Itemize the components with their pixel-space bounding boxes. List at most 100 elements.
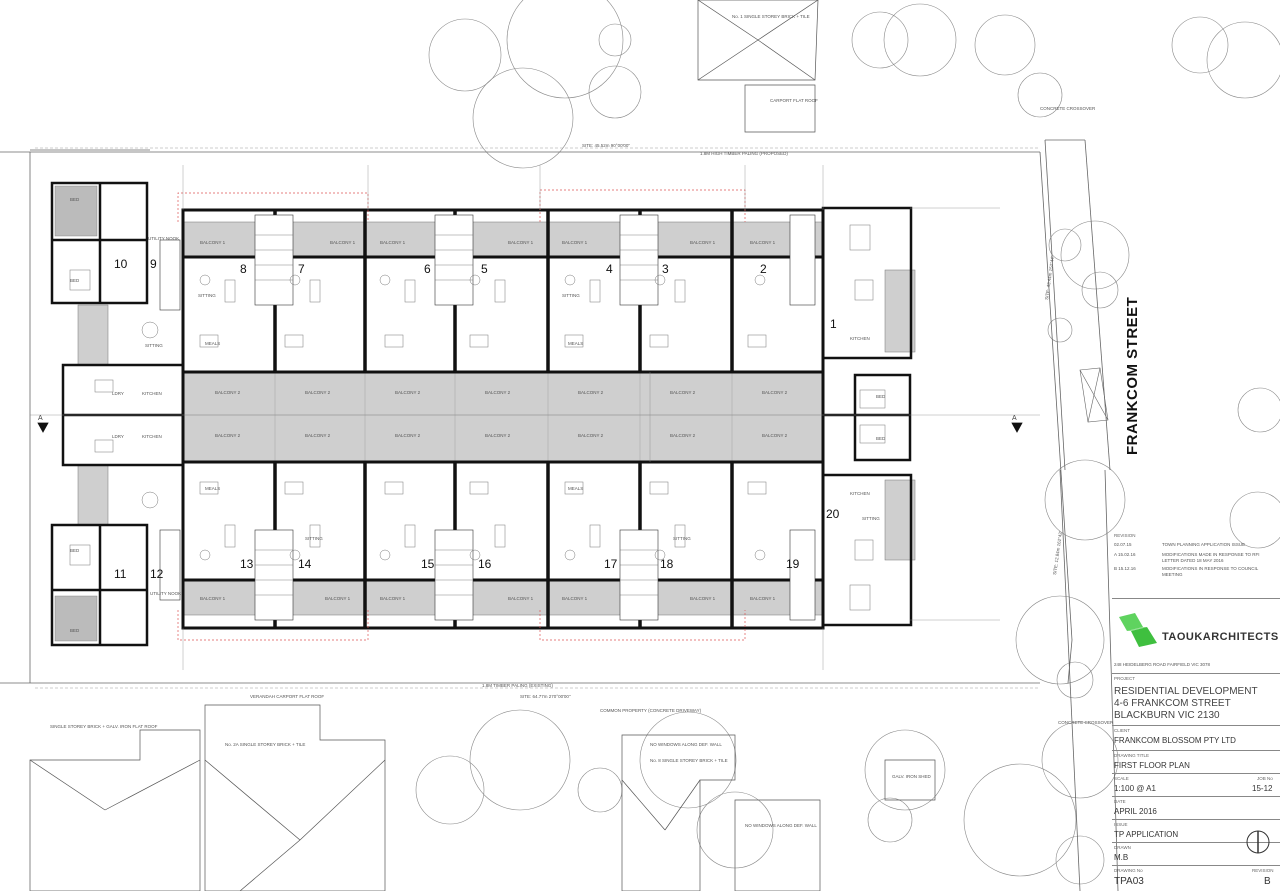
unit-number-6: 6 [424, 262, 431, 276]
room-label-kitchen: KITCHEN [142, 434, 162, 439]
tree-canopies [415, 0, 1280, 885]
street-name: FRANKCOM STREET [1124, 297, 1141, 455]
unit-number-2: 2 [760, 262, 767, 276]
unit-number-20: 20 [826, 507, 840, 521]
neighbour-buildings [29, 0, 936, 891]
crossover-label-top: CONCRETE CROSSOVER [1040, 106, 1096, 111]
right-wing-furniture [849, 224, 886, 611]
dimension-lines [30, 165, 1040, 670]
room-label-kitchen: KITCHEN [850, 336, 870, 341]
room-label-balcony2: BALCONY 2 [395, 390, 421, 395]
revision-date-0: 02.07.15 [1114, 542, 1132, 547]
drawing-no-label: DRAWING No [1114, 868, 1143, 873]
site-boundaries [0, 139, 1119, 891]
left-wing-furniture [69, 269, 159, 566]
room-label-balcony1: BALCONY 1 [750, 240, 776, 245]
room-label-balcony2: BALCONY 2 [395, 433, 421, 438]
room-label-balcony2: BALCONY 2 [762, 390, 788, 395]
project-line-1: RESIDENTIAL DEVELOPMENT [1114, 686, 1258, 697]
room-label-meals: MEALS [568, 341, 583, 346]
room-label-balcony1: BALCONY 1 [508, 240, 534, 245]
room-label-balcony1: BALCONY 1 [380, 596, 406, 601]
site-top-label: SITE: 45.52m 90°00'00" [582, 143, 630, 148]
carport-label: CARPORT FLAT ROOF [770, 98, 818, 103]
room-label-meals: MEALS [205, 486, 220, 491]
issue-value: TP APPLICATION [1114, 830, 1179, 839]
unit-number-8: 8 [240, 262, 247, 276]
room-label-balcony2: BALCONY 2 [670, 433, 696, 438]
firm-logo-icon [1119, 613, 1157, 647]
room-label-balcony1: BALCONY 1 [200, 596, 226, 601]
room-label-bed: BED [70, 197, 80, 202]
room-label-balcony2: BALCONY 2 [762, 433, 788, 438]
drawing-no-value: TPA03 [1114, 876, 1144, 887]
room-label-balcony2: BALCONY 2 [215, 390, 241, 395]
room-label-balcony2: BALCONY 2 [485, 390, 511, 395]
firm-name: TAOUKARCHITECTS [1162, 631, 1279, 643]
unit-number-14: 14 [298, 557, 312, 571]
common-property-label: COMMON PROPERTY (CONCRETE DRIVEWAY) [600, 708, 702, 713]
room-label-ldry: LDRY [112, 391, 124, 396]
unit-number-18: 18 [660, 557, 674, 571]
neighbour-top-label: No. 1 SINGLE STOREY BRICK + TILE [732, 14, 810, 19]
revision-letter-value: B [1264, 876, 1271, 887]
unit-number-16: 16 [478, 557, 492, 571]
stair-treads [255, 234, 658, 596]
revision-date-1: A 15.02.16 [1114, 552, 1136, 557]
room-label-ldry: LDRY [112, 434, 124, 439]
section-marker-left: A [38, 415, 43, 422]
unit-number-1: 1 [830, 317, 837, 331]
unit-number-5: 5 [481, 262, 488, 276]
stair-cores [159, 214, 816, 621]
room-label-sitting: SITTING [862, 516, 880, 521]
client-name: FRANKCOM BLOSSOM PTY LTD [1114, 736, 1236, 745]
unit-number-17: 17 [604, 557, 618, 571]
client-label: CLIENT [1114, 728, 1131, 733]
unit-number-19: 19 [786, 557, 800, 571]
room-label-balcony2: BALCONY 2 [485, 433, 511, 438]
revision-label: REVISION [1114, 533, 1136, 538]
unit-number-9: 9 [150, 257, 157, 271]
neighbour-bm-label: No. 8 SINGLE STOREY BRICK + TILE [650, 758, 728, 763]
revision-desc-1: MODIFICATIONS MADE IN RESPONSE TO RFI LE… [1162, 552, 1260, 563]
revision-desc-2: MODIFICATIONS IN RESPONSE TO COUNCIL MEE… [1162, 566, 1259, 577]
verandah-label: VERANDAH CARPORT FLAT ROOF [250, 694, 324, 699]
room-label-kitchen: KITCHEN [850, 491, 870, 496]
job-no-label: JOB No [1257, 776, 1273, 781]
site-right-label-2: SITE: 12.84m 162°42' [1052, 531, 1063, 575]
unit-number-3: 3 [662, 262, 669, 276]
room-label-balcony1: BALCONY 1 [562, 596, 588, 601]
fence-top-label: 1.8M HIGH TIMBER PALING (PROPOSED) [700, 151, 788, 156]
room-label-balcony1: BALCONY 1 [508, 596, 534, 601]
room-label-balcony1: BALCONY 1 [380, 240, 406, 245]
scale-label: SCALE [1114, 776, 1129, 781]
section-markers [37, 422, 1023, 433]
revision-letter-label: REVISION [1252, 868, 1274, 873]
unit-number-12: 12 [150, 567, 164, 581]
firm-address: 248 HEIDELBERG ROAD FAIRFIELD VIC 3078 [1114, 662, 1211, 667]
room-label-bed: BED [70, 548, 80, 553]
neighbour-bl-label-2: No. 2A SINGLE STOREY BRICK + TILE [225, 742, 305, 747]
unit-number-7: 7 [298, 262, 305, 276]
revision-date-2: B 15.12.16 [1114, 566, 1136, 571]
site-bottom-label: SITE: 64.77m 270°00'00" [520, 694, 571, 699]
unit-numbers: 1 2 3 4 5 6 7 8 9 10 11 12 13 14 15 16 1… [114, 257, 840, 581]
room-label-sitting: SITTING [673, 536, 691, 541]
no-windows-label-1: NO WINDOWS ALONG DEF. WALL [650, 742, 722, 747]
drawing-title-label: DRAWING TITLE [1114, 753, 1150, 758]
date-label: DATE [1114, 799, 1126, 804]
unit-number-13: 13 [240, 557, 254, 571]
room-label-bed: BED [876, 394, 886, 399]
room-label-balcony1: BALCONY 1 [330, 240, 356, 245]
room-label-utility-nook: UTILITY NOOK [148, 236, 179, 241]
unit-number-10: 10 [114, 257, 128, 271]
drawing-title: FIRST FLOOR PLAN [1114, 761, 1190, 770]
crossover-label-bottom: CONCRETE CROSSOVER [1058, 720, 1114, 725]
room-label-balcony1: BALCONY 1 [200, 240, 226, 245]
room-label-bed: BED [876, 436, 886, 441]
drawn-value: M.B [1114, 853, 1129, 862]
site-right-label-1: SITE: 43.44m 152°44' [1044, 256, 1055, 300]
project-label: PROJECT [1114, 676, 1136, 681]
project-line-3: BLACKBURN VIC 2130 [1114, 710, 1220, 721]
unit-number-4: 4 [606, 262, 613, 276]
